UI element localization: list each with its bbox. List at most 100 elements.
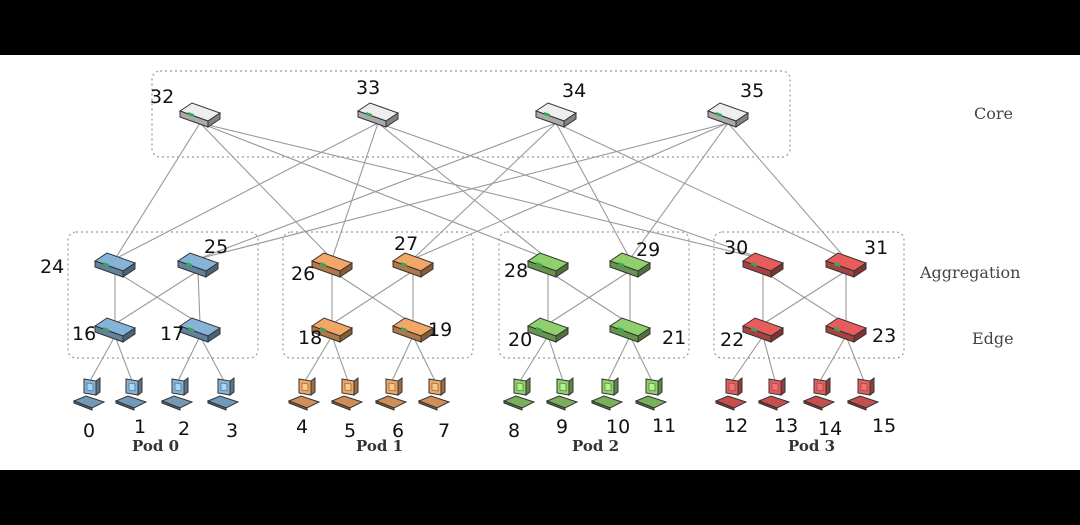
aggregation-switch-label: 24 xyxy=(40,256,64,278)
edge-switch-label: 21 xyxy=(662,327,686,349)
agg-edge-link xyxy=(547,270,631,325)
edge-host-link xyxy=(547,335,564,382)
aggregation-switch-label: 28 xyxy=(504,260,528,282)
edge-switch-label: 22 xyxy=(720,329,744,351)
host-label: 5 xyxy=(344,420,356,442)
core-switch-icon xyxy=(534,102,578,128)
aggregation-switch-icon xyxy=(526,252,570,278)
core-agg-link xyxy=(412,122,557,260)
group-boxes-layer xyxy=(67,70,905,359)
host-label: 3 xyxy=(226,420,238,442)
host-computer-icon xyxy=(545,377,579,411)
pod-group-box-0 xyxy=(67,231,259,359)
edge-switch-label: 19 xyxy=(428,319,452,341)
host-label: 6 xyxy=(392,420,404,442)
core-agg-link xyxy=(114,122,379,260)
edge-host-link xyxy=(629,335,653,382)
host-label: 13 xyxy=(774,415,798,437)
host-computer-icon xyxy=(374,377,408,411)
host-computer-icon xyxy=(417,377,451,411)
core-agg-link xyxy=(629,122,729,260)
core-agg-link xyxy=(555,122,631,260)
edge-host-link xyxy=(731,335,764,382)
aggregation-switch-label: 30 xyxy=(724,237,748,259)
aggregation-switch-label: 27 xyxy=(394,233,418,255)
host-computer-icon xyxy=(287,377,321,411)
host-computer-icon xyxy=(757,377,791,411)
host-computer-icon xyxy=(160,377,194,411)
host-computer-icon xyxy=(502,377,536,411)
host-label: 1 xyxy=(134,416,146,438)
host-computer-icon xyxy=(846,377,880,411)
host-computer-icon xyxy=(72,377,106,411)
agg-edge-link xyxy=(197,270,201,325)
core-agg-link xyxy=(199,122,333,260)
host-label: 14 xyxy=(818,418,842,440)
pod-group-box-3 xyxy=(713,231,905,359)
edge-host-link xyxy=(412,335,436,382)
edge-layer-label: Edge xyxy=(972,329,1014,348)
agg-edge-link xyxy=(762,270,847,325)
pod-label-2: Pod 2 xyxy=(572,437,619,455)
host-label: 15 xyxy=(872,415,896,437)
aggregation-switch-icon xyxy=(824,252,868,278)
edge-switch-icon xyxy=(824,317,868,343)
edge-host-link xyxy=(845,335,865,382)
core-switch-label: 32 xyxy=(150,86,174,108)
host-computer-icon xyxy=(206,377,240,411)
edge-switch-label: 23 xyxy=(872,325,896,347)
host-label: 9 xyxy=(556,416,568,438)
nodes-layer xyxy=(72,102,880,411)
edge-switch-label: 20 xyxy=(508,329,532,351)
edge-switch-icon xyxy=(391,317,435,343)
core-switch-label: 33 xyxy=(356,77,380,99)
host-label: 0 xyxy=(83,420,95,442)
host-computer-icon xyxy=(802,377,836,411)
core-agg-link xyxy=(555,122,847,260)
edge-switch-label: 17 xyxy=(160,323,184,345)
host-label: 10 xyxy=(606,416,630,438)
links-layer xyxy=(89,122,865,382)
edge-host-link xyxy=(177,335,201,382)
agg-edge-link xyxy=(331,270,414,325)
host-label: 4 xyxy=(296,416,308,438)
aggregation-switch-icon xyxy=(310,252,354,278)
pod-label-1: Pod 1 xyxy=(356,437,403,455)
core-agg-link xyxy=(727,122,847,260)
core-switch-icon xyxy=(706,102,750,128)
core-agg-link xyxy=(412,122,729,260)
pod-label-0: Pod 0 xyxy=(132,437,179,455)
host-label: 2 xyxy=(178,418,190,440)
host-label: 7 xyxy=(438,420,450,442)
pod-group-box-1 xyxy=(282,231,474,359)
aggregation-switch-icon xyxy=(741,252,785,278)
aggregation-switch-icon xyxy=(93,252,137,278)
aggregation-switch-label: 29 xyxy=(636,239,660,261)
edge-switch-icon xyxy=(178,317,222,343)
aggregation-switch-label: 26 xyxy=(291,263,315,285)
aggregation-layer-label: Aggregation xyxy=(919,263,1020,282)
host-label: 12 xyxy=(724,415,748,437)
host-computer-icon xyxy=(330,377,364,411)
host-computer-icon xyxy=(590,377,624,411)
aggregation-switch-label: 31 xyxy=(864,237,888,259)
edge-switch-icon xyxy=(310,317,354,343)
edge-switch-icon xyxy=(93,317,137,343)
core-agg-link xyxy=(199,122,764,260)
edge-switch-icon xyxy=(608,317,652,343)
host-computer-icon xyxy=(714,377,748,411)
aggregation-switch-label: 25 xyxy=(204,236,228,258)
labels-layer: Core Aggregation Edge Pod 0 Pod 1 Pod 2 … xyxy=(40,77,1020,455)
core-switch-icon xyxy=(178,102,222,128)
edge-switch-label: 16 xyxy=(72,323,96,345)
host-label: 11 xyxy=(652,415,676,437)
core-switch-icon xyxy=(356,102,400,128)
core-agg-link xyxy=(197,122,729,260)
agg-edge-link xyxy=(114,270,199,325)
aggregation-switch-icon xyxy=(391,252,435,278)
edge-switch-label: 18 xyxy=(298,327,322,349)
edge-switch-icon xyxy=(526,317,570,343)
host-computer-icon xyxy=(634,377,668,411)
